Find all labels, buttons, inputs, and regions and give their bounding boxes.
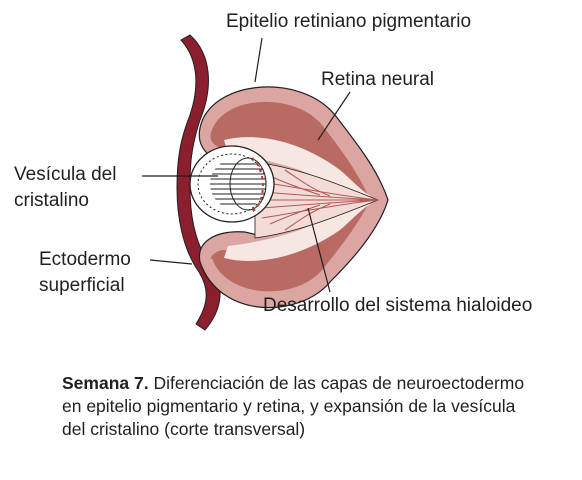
leader-ectoderm [149,259,193,265]
label-lens-vesicle-line1: Vesícula del [14,164,117,185]
label-lens-vesicle-line2: cristalino [14,190,89,211]
label-hyaloid: Desarrollo del sistema hialoideo [263,295,533,316]
leader-rpe [254,37,263,83]
lens-fibres-outline [229,157,267,211]
label-ectoderm-line1: Ectodermo [39,249,131,270]
label-ectoderm-line2: superficial [39,275,125,296]
leader-hyaloid [307,207,331,293]
figure-caption: Semana 7. Diferenciación de las capas de… [62,372,532,441]
intraretinal-space-upper [224,137,372,197]
caption-text: Diferenciación de las capas de neuroecto… [62,373,525,439]
surface-ectoderm [176,34,221,331]
tunica-vasculosa-lentis [251,157,264,213]
leader-neural-retina [317,91,351,141]
leader-lines [142,37,351,293]
caption-bold: Semana 7. [62,373,149,393]
label-neural-retina: Retina neural [321,69,435,90]
intraretinal-space-lower [224,203,372,261]
label-rpe: Epitelio retiniano pigmentario [226,11,472,32]
